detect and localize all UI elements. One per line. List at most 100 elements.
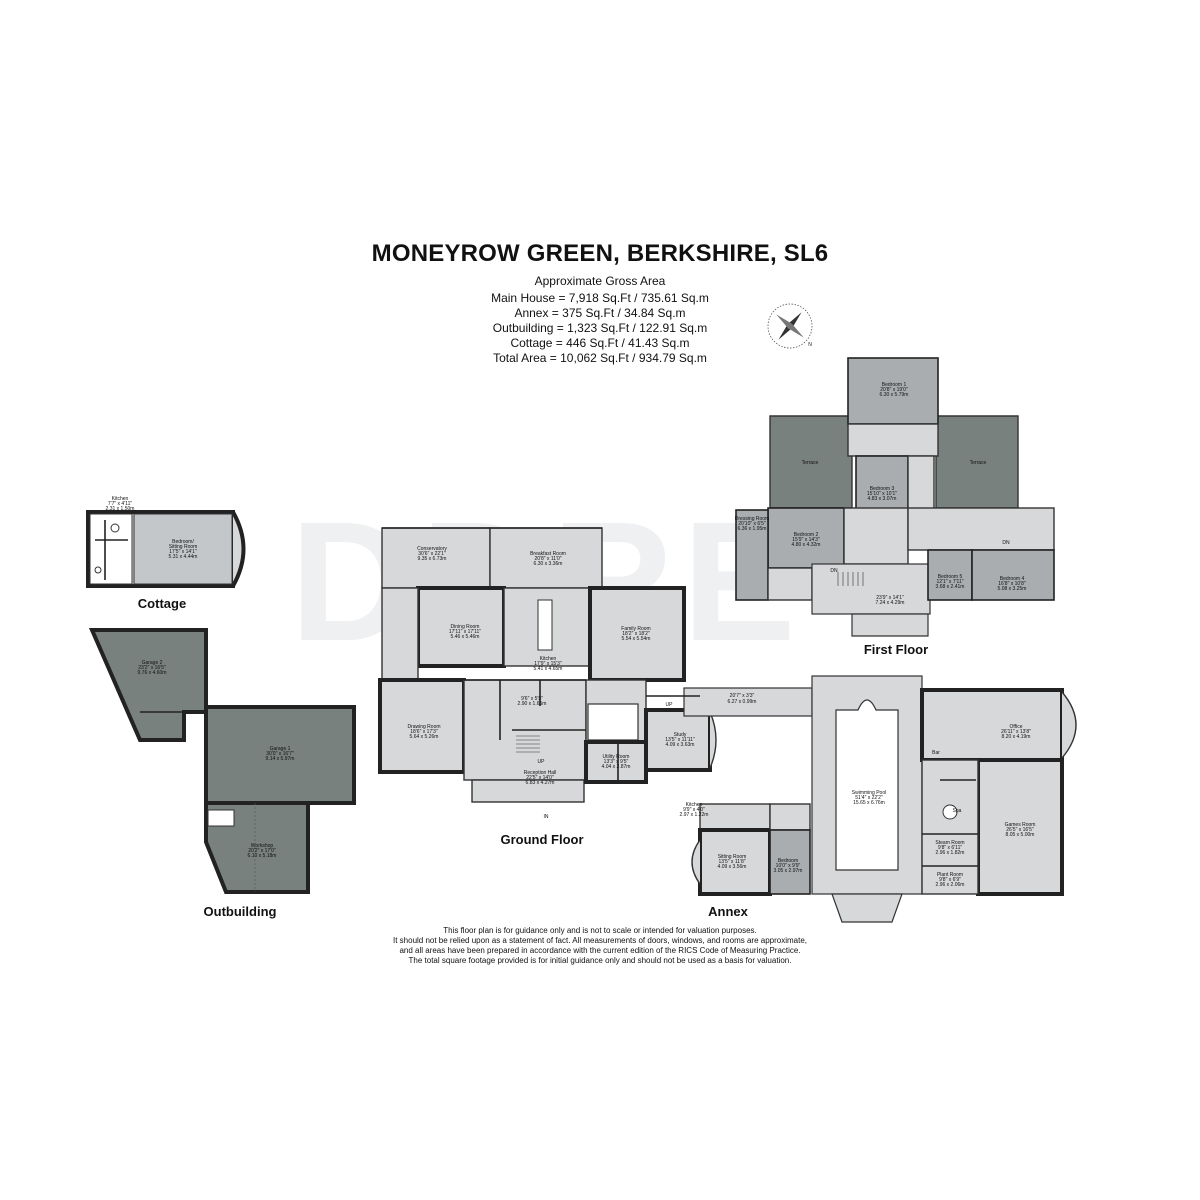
garage2-metric: 9.76 x 4.60m bbox=[138, 670, 167, 676]
disclaimer-line-2: It should not be relied upon as a statem… bbox=[393, 936, 807, 945]
games-label: Games Room bbox=[1005, 822, 1036, 828]
study-dims: 13'5" x 11'11" bbox=[665, 737, 695, 743]
terrace-left-label: Terrace bbox=[802, 460, 819, 466]
annex-kitchen-dims: 9'9" x 4'0" bbox=[683, 807, 705, 813]
bedroom3-metric: 4.83 x 3.07m bbox=[868, 496, 897, 502]
annex-bedroom-label: Bedroom bbox=[778, 858, 798, 864]
family-metric: 5.54 x 5.54m bbox=[622, 636, 651, 642]
terrace-right-label: Terrace bbox=[970, 460, 987, 466]
steam-room-dims: 9'8" x 6'11" bbox=[938, 845, 962, 851]
area-outbuilding: Outbuilding = 1,323 Sq.Ft / 122.91 Sq.m bbox=[492, 321, 708, 335]
bedroom4-dims: 16'8" x 10'8" bbox=[998, 581, 1026, 587]
cottage-bedroom-metric: 5.31 x 4.44m bbox=[169, 554, 198, 560]
bedroom1-dims: 20'8" x 19'0" bbox=[880, 387, 908, 393]
study-label: Study bbox=[674, 732, 687, 738]
bedroom2-dims: 15'9" x 14'3" bbox=[792, 537, 820, 543]
pool-metric: 15.65 x 6.76m bbox=[853, 800, 885, 806]
bedroom4-label: Bedroom 4 bbox=[1000, 576, 1025, 582]
annex-sitting-metric: 4.09 x 3.56m bbox=[718, 864, 747, 870]
dressing-metric: 6.36 x 1.95m bbox=[738, 526, 767, 532]
small-room-metric: 2.90 x 1.65m bbox=[518, 701, 547, 707]
conservatory-label: Conservatory bbox=[417, 546, 447, 552]
bedroom5-label: Bedroom 5 bbox=[938, 574, 963, 580]
plant-room-metric: 2.96 x 2.06m bbox=[936, 882, 965, 888]
bedroom1-metric: 6.30 x 5.79m bbox=[880, 392, 909, 398]
family-dims: 18'2" x 18'2" bbox=[622, 631, 650, 637]
garage2-dims: 23'2" x 16'5" bbox=[138, 665, 166, 671]
area-total: Total Area = 10,062 Sq.Ft / 934.79 Sq.m bbox=[493, 351, 707, 365]
section-label-first-floor: First Floor bbox=[864, 642, 928, 657]
stairs-up-label: UP bbox=[538, 759, 546, 765]
utility-label: Utility Room bbox=[603, 754, 630, 760]
first-floor-plan: Terrace Terrace Bedroom 1 20'8" x 19'0" … bbox=[735, 357, 1055, 637]
breakfast-metric: 6.30 x 3.36m bbox=[534, 561, 563, 567]
cottage-bedroom-label: Bedroom/ bbox=[172, 539, 194, 545]
disclaimer-line-3: and all areas have been prepared in acco… bbox=[399, 946, 801, 955]
area-subtitle: Approximate Gross Area bbox=[534, 274, 666, 288]
garage1-label: Garage 1 bbox=[270, 746, 291, 752]
stairs-down-label-2: DN bbox=[1002, 540, 1010, 546]
disclaimer-line-4: The total square footage provided is for… bbox=[408, 956, 792, 965]
compass-icon: N bbox=[767, 303, 813, 349]
annex-kitchen-label: Kitchen bbox=[686, 802, 703, 808]
cottage-bedroom-label-2: Sitting Room bbox=[169, 544, 198, 550]
area-annex: Annex = 375 Sq.Ft / 34.84 Sq.m bbox=[514, 306, 686, 320]
area-cottage: Cottage = 446 Sq.Ft / 41.43 Sq.m bbox=[510, 336, 690, 350]
pool-dims: 51'4" x 22'2" bbox=[855, 795, 883, 801]
drawing-metric: 5.64 x 5.26m bbox=[410, 734, 439, 740]
bedroom4-metric: 5.08 x 3.25m bbox=[998, 586, 1027, 592]
workshop-dims: 20'2" x 17'0" bbox=[248, 848, 276, 854]
area-main-house: Main House = 7,918 Sq.Ft / 735.61 Sq.m bbox=[491, 291, 709, 305]
bar-label: Bar bbox=[932, 750, 940, 756]
cottage-kitchen-dims: 7'7" x 4'11" bbox=[108, 501, 132, 507]
office-dims: 26'11" x 13'8" bbox=[1001, 729, 1031, 735]
link-dims: 20'7" x 3'3" bbox=[730, 693, 755, 699]
cottage-bedroom-dims: 17'5" x 14'1" bbox=[169, 549, 197, 555]
stairs-up-label-2: UP bbox=[666, 702, 674, 708]
cottage-kitchen-label: Kitchen bbox=[112, 496, 129, 502]
drawing-label: Drawing Room bbox=[407, 724, 440, 730]
dining-label: Dining Room bbox=[451, 624, 480, 630]
annex-bedroom-dims: 10'0" x 9'9" bbox=[776, 863, 801, 869]
garage2-label: Garage 2 bbox=[142, 660, 163, 666]
plan-title: MONEYROW GREEN, BERKSHIRE, SL6 bbox=[371, 240, 829, 267]
annex-kitchen-metric: 2.97 x 1.22m bbox=[680, 812, 709, 818]
landing-metric: 7.24 x 4.29m bbox=[876, 600, 905, 606]
kitchen-label: Kitchen bbox=[540, 656, 557, 662]
bedroom2-metric: 4.80 x 4.32m bbox=[792, 542, 821, 548]
bedroom3-label: Bedroom 3 bbox=[870, 486, 895, 492]
study-metric: 4.09 x 3.63m bbox=[666, 742, 695, 748]
steam-room-metric: 2.96 x 1.82m bbox=[936, 850, 965, 856]
kitchen-metric: 5.41 x 4.65m bbox=[534, 666, 563, 672]
garage1-metric: 9.14 x 5.97m bbox=[266, 756, 295, 762]
section-label-cottage: Cottage bbox=[138, 596, 186, 611]
bedroom5-dims: 12'1" x 7'11" bbox=[936, 579, 963, 585]
entrance-label: IN bbox=[544, 814, 549, 820]
stairs-down-label: DN bbox=[830, 568, 838, 574]
section-label-outbuilding: Outbuilding bbox=[204, 904, 277, 919]
small-room-dims: 9'6" x 5'5" bbox=[521, 696, 543, 702]
bedroom5-metric: 3.68 x 2.41m bbox=[936, 584, 965, 590]
dining-dims: 17'11" x 17'11" bbox=[449, 629, 481, 635]
garage1-dims: 30'0" x 16'7" bbox=[266, 751, 294, 757]
plant-room-dims: 9'8" x 6'9" bbox=[939, 877, 961, 883]
annex-bedroom-metric: 3.05 x 2.97m bbox=[774, 868, 803, 874]
bedroom1-label: Bedroom 1 bbox=[882, 382, 907, 388]
disclaimer: This floor plan is for guidance only and… bbox=[340, 926, 860, 966]
games-metric: 8.05 x 5.00m bbox=[1006, 832, 1035, 838]
section-label-annex: Annex bbox=[708, 904, 749, 919]
breakfast-dims: 20'8" x 11'0" bbox=[534, 556, 561, 562]
dining-metric: 5.46 x 5.46m bbox=[451, 634, 480, 640]
spa-label: Spa bbox=[953, 808, 962, 814]
section-label-ground-floor: Ground Floor bbox=[500, 832, 583, 847]
annex-plan: Kitchen 9'9" x 4'0" 2.97 x 1.22m Sitting… bbox=[680, 802, 811, 896]
landing-dims: 23'9" x 14'1" bbox=[876, 595, 904, 601]
outbuilding-plan: Garage 2 23'2" x 16'5" 9.76 x 4.60m Gara… bbox=[88, 628, 356, 894]
workshop-metric: 6.10 x 5.18m bbox=[248, 853, 277, 859]
reception-dims: 22'5" x 14'0" bbox=[526, 775, 554, 781]
office-metric: 8.20 x 4.19m bbox=[1002, 734, 1031, 740]
reception-label: Reception Hall bbox=[524, 770, 557, 776]
cottage-plan: Kitchen 7'7" x 4'11" 2.31 x 1.50m Bedroo… bbox=[86, 496, 246, 588]
disclaimer-line-1: This floor plan is for guidance only and… bbox=[443, 926, 757, 935]
svg-text:N: N bbox=[808, 342, 812, 348]
